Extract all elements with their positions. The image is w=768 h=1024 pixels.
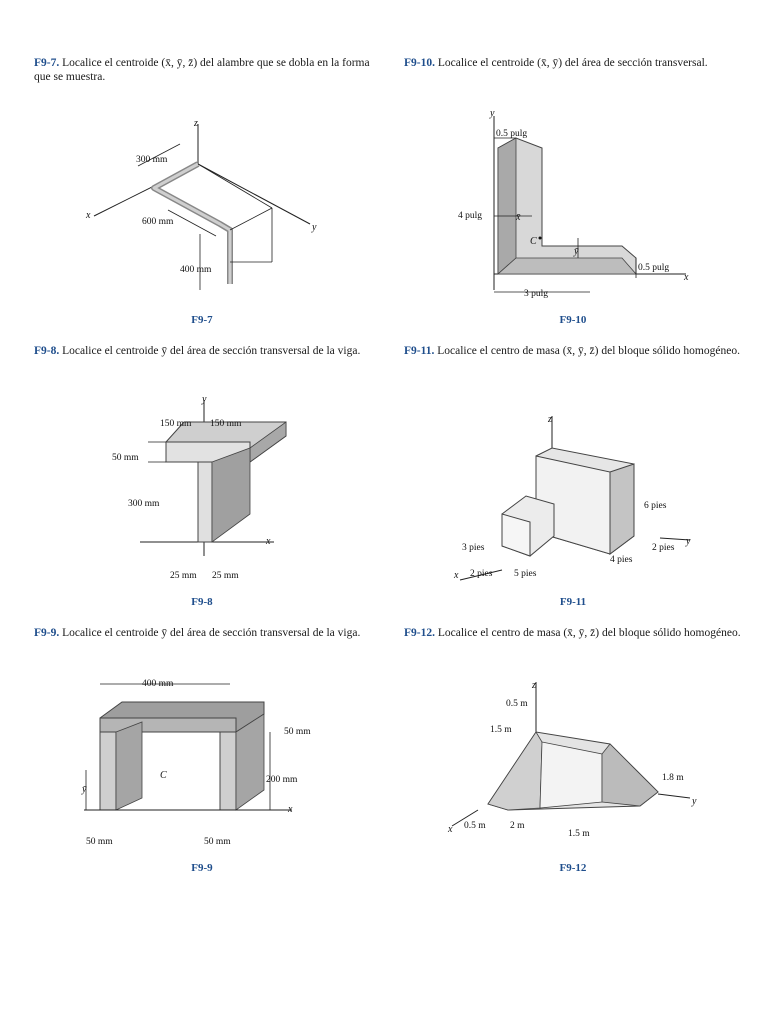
xbar-label: x̄ — [515, 212, 521, 223]
problem-text: Localice el centroide (x̄, ȳ, z̄) del al… — [34, 57, 370, 83]
y-axis-label: y — [685, 536, 691, 547]
dimension-label: 1.5 m — [490, 725, 512, 735]
centroid-label: C — [160, 770, 167, 781]
dimension-label: 400 mm — [180, 265, 212, 275]
dimension-label: 1.5 m — [568, 829, 590, 839]
t-beam-figure: y x 150 mm 150 mm 50 mm 300 mm 25 mm 25 … — [112, 394, 287, 581]
problem-text: Localice el centroide ȳ del área de secc… — [62, 345, 361, 357]
dimension-label: 4 pies — [610, 555, 633, 565]
dimension-label: 0.5 pulg — [638, 263, 669, 273]
x-axis-label: x — [447, 824, 453, 835]
z-axis-label: z — [531, 680, 536, 691]
problem-number: F9-11 — [404, 345, 432, 357]
figure-caption: F9-11 — [559, 596, 587, 608]
dimension-label: 4 pulg — [458, 211, 482, 221]
dimension-label: 300 mm — [136, 155, 168, 165]
x-axis-label: x — [453, 570, 459, 581]
channel-beam-figure: 400 mm 50 mm C ȳ 200 mm x 50 mm 50 mm — [81, 679, 311, 847]
dimension-label: 25 mm — [170, 571, 197, 581]
dimension-label: 50 mm — [284, 727, 311, 737]
figure-caption: F9-8 — [191, 596, 213, 608]
z-axis-label: z — [193, 118, 198, 129]
problem-number: F9-9 — [34, 627, 57, 639]
dimension-label: 50 mm — [86, 837, 113, 847]
problem-f9-12: F9-12. Localice el centro de masa (x̄, ȳ… — [404, 627, 741, 639]
dimension-label: 0.5 m — [464, 821, 486, 831]
problem-number: F9-8 — [34, 345, 57, 357]
dimension-label: 400 mm — [142, 679, 174, 689]
ybar-label: ȳ — [81, 784, 87, 795]
dimension-label: 0.5 pulg — [496, 129, 527, 139]
problem-number: F9-7 — [34, 57, 57, 69]
dimension-label: 1.8 m — [662, 773, 684, 783]
y-axis-label: y — [489, 108, 495, 119]
dimension-label: 3 pies — [462, 543, 485, 553]
problem-f9-11: F9-11. Localice el centro de masa (x̄, ȳ… — [404, 345, 740, 357]
figure-caption: F9-10 — [559, 314, 587, 326]
dimension-label: 2 pies — [652, 543, 675, 553]
dimension-label: 25 mm — [212, 571, 239, 581]
x-axis-label: x — [85, 210, 91, 221]
dimension-label: 50 mm — [204, 837, 231, 847]
dimension-label: 3 pulg — [524, 289, 548, 299]
problem-f9-8: F9-8. Localice el centroide ȳ del área d… — [34, 345, 361, 357]
y-axis-label: y — [201, 394, 207, 405]
x-axis-label: x — [287, 804, 293, 815]
dimension-label: 2 pies — [470, 569, 493, 579]
problem-number: F9-10 — [404, 57, 433, 69]
dimension-label: 0.5 m — [506, 699, 528, 709]
dimension-label: 300 mm — [128, 499, 160, 509]
dimension-label: 150 mm — [210, 419, 242, 429]
figure-caption: F9-12 — [559, 862, 587, 874]
dimension-label: 600 mm — [142, 217, 174, 227]
trapezoid-block-figure: z x y 0.5 m 1.5 m 1.8 m 0.5 m 2 m 1.5 m — [447, 680, 697, 839]
ybar-label: ȳ — [573, 246, 579, 257]
z-axis-label: z — [547, 414, 552, 425]
problem-text: Localice el centroide (x̄, ȳ) del área d… — [437, 57, 708, 69]
x-axis-label: x — [265, 536, 271, 547]
dimension-label: 50 mm — [112, 453, 139, 463]
problem-text: Localice el centro de masa (x̄, ȳ, z̄) d… — [437, 627, 741, 639]
dimension-label: 150 mm — [160, 419, 192, 429]
problem-f9-7: F9-7. Localice el centroide (x̄, ȳ, z̄) … — [34, 57, 370, 83]
problem-text: Localice el centro de masa (x̄, ȳ, z̄) d… — [437, 345, 740, 357]
dimension-label: 5 pies — [514, 569, 537, 579]
block-figure: z x y 6 pies 3 pies 2 pies 5 pies 4 pies… — [453, 414, 691, 581]
figure-caption: F9-7 — [191, 314, 213, 326]
wire-figure: z x y 300 mm 600 mm 400 mm — [85, 118, 317, 290]
dimension-label: 2 m — [510, 821, 525, 831]
dimension-label: 6 pies — [644, 501, 667, 511]
problem-number: F9-12 — [404, 627, 433, 639]
x-axis-label: x — [683, 272, 689, 283]
figure-caption: F9-9 — [191, 862, 213, 874]
problem-text: Localice el centroide ȳ del área de secc… — [62, 627, 361, 639]
l-section-figure: y x 0.5 pulg 4 pulg x̄ C ȳ 0.5 pulg 3 pu… — [458, 108, 689, 299]
y-axis-label: y — [691, 796, 697, 807]
centroid-label: C — [530, 236, 537, 247]
problem-f9-9: F9-9. Localice el centroide ȳ del área d… — [34, 627, 361, 639]
dimension-label: 200 mm — [266, 775, 298, 785]
y-axis-label: y — [311, 222, 317, 233]
problem-f9-10: F9-10. Localice el centroide (x̄, ȳ) del… — [404, 57, 708, 69]
